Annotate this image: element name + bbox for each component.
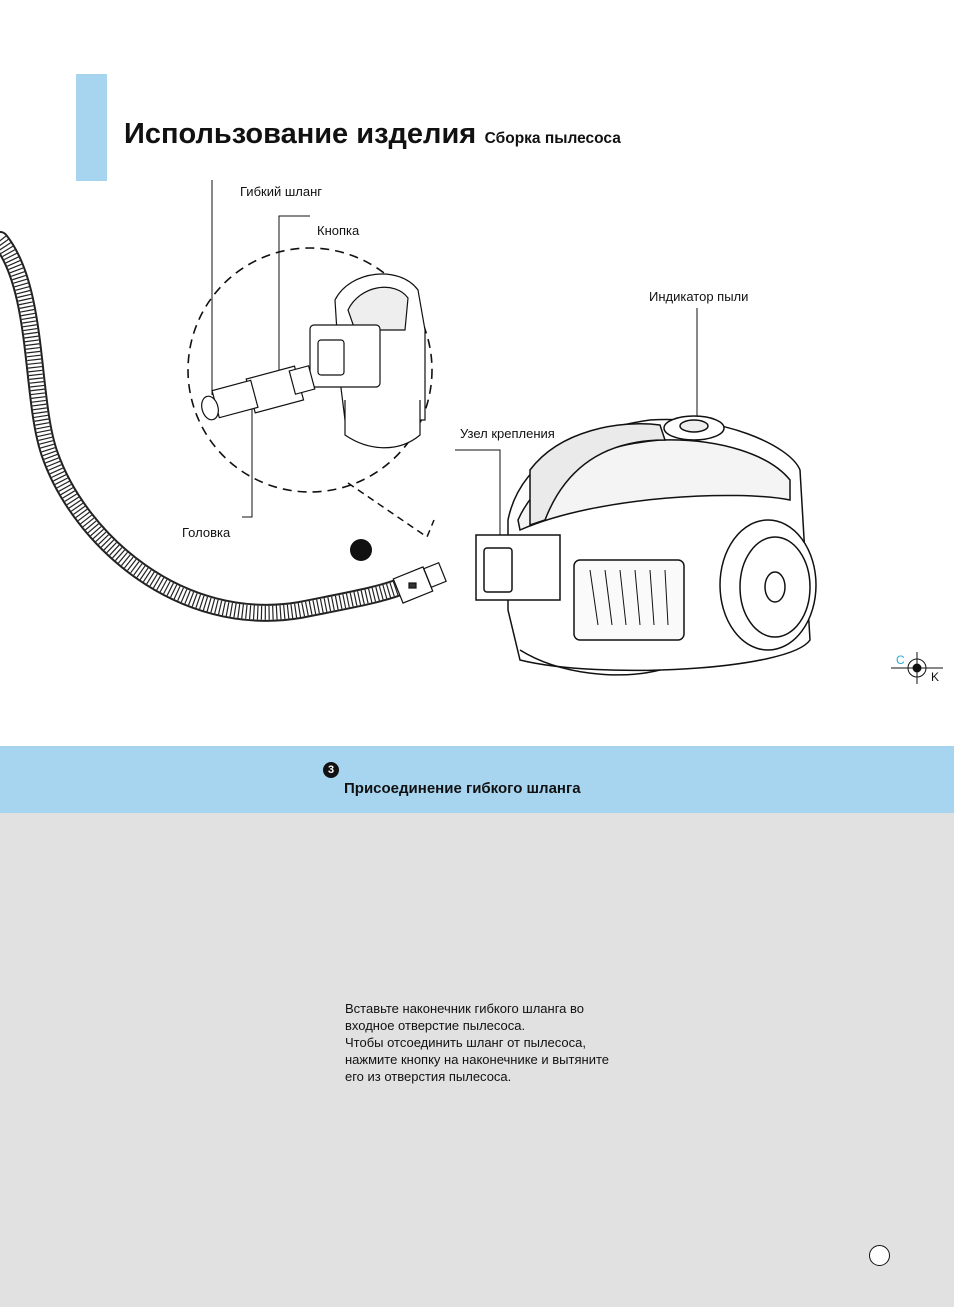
page-title-main: Использование изделия xyxy=(124,118,477,150)
instructions-line: входное отверстие пылесоса. xyxy=(345,1018,526,1033)
leader-mount xyxy=(455,449,501,560)
hose-nozzle xyxy=(392,561,447,604)
page-number-circle xyxy=(869,1245,890,1266)
registration-mark xyxy=(891,652,943,684)
registration-c-label: C xyxy=(896,653,905,667)
instructions-line: нажмите кнопку на наконечнике и вытяните xyxy=(345,1052,609,1067)
zoom-circle xyxy=(187,247,433,493)
instructions-line: Чтобы отсоединить шланг от пылесоса, xyxy=(345,1035,587,1050)
leader-button xyxy=(278,215,310,390)
instructions-panel xyxy=(0,813,954,1307)
vacuum-illustration xyxy=(0,180,943,684)
step-marker-dot xyxy=(350,539,372,561)
page-title: Использование изделия Сборка пылесоса xyxy=(124,118,621,151)
instructions-text: Вставьте наконечник гибкого шланга во вх… xyxy=(345,1000,609,1085)
instructions-line: Вставьте наконечник гибкого шланга во xyxy=(345,1001,585,1016)
zoom-pointer xyxy=(347,482,435,539)
label-hose: Гибкий шланг xyxy=(240,184,323,199)
hose-ribs xyxy=(0,235,408,620)
step-number-badge: 3 xyxy=(323,762,339,778)
zoom-connector xyxy=(201,273,426,449)
instructions-line: его из отверстия пылесоса. xyxy=(345,1069,512,1084)
leader-head xyxy=(242,385,253,518)
label-mount: Узел крепления xyxy=(460,426,555,441)
leader-hose xyxy=(211,180,213,395)
leader-lines xyxy=(211,180,698,560)
label-head: Головка xyxy=(182,525,231,540)
registration-k-label: K xyxy=(931,670,940,684)
step-header-band xyxy=(0,746,954,813)
label-dust-indicator: Индикатор пыли xyxy=(649,289,749,304)
step-title: Присоединение гибкого шланга xyxy=(344,780,581,797)
vacuum-body xyxy=(475,415,817,676)
title-accent-bar xyxy=(76,74,107,181)
page-title-subtitle: Сборка пылесоса xyxy=(484,130,621,147)
label-button: Кнопка xyxy=(317,223,360,238)
